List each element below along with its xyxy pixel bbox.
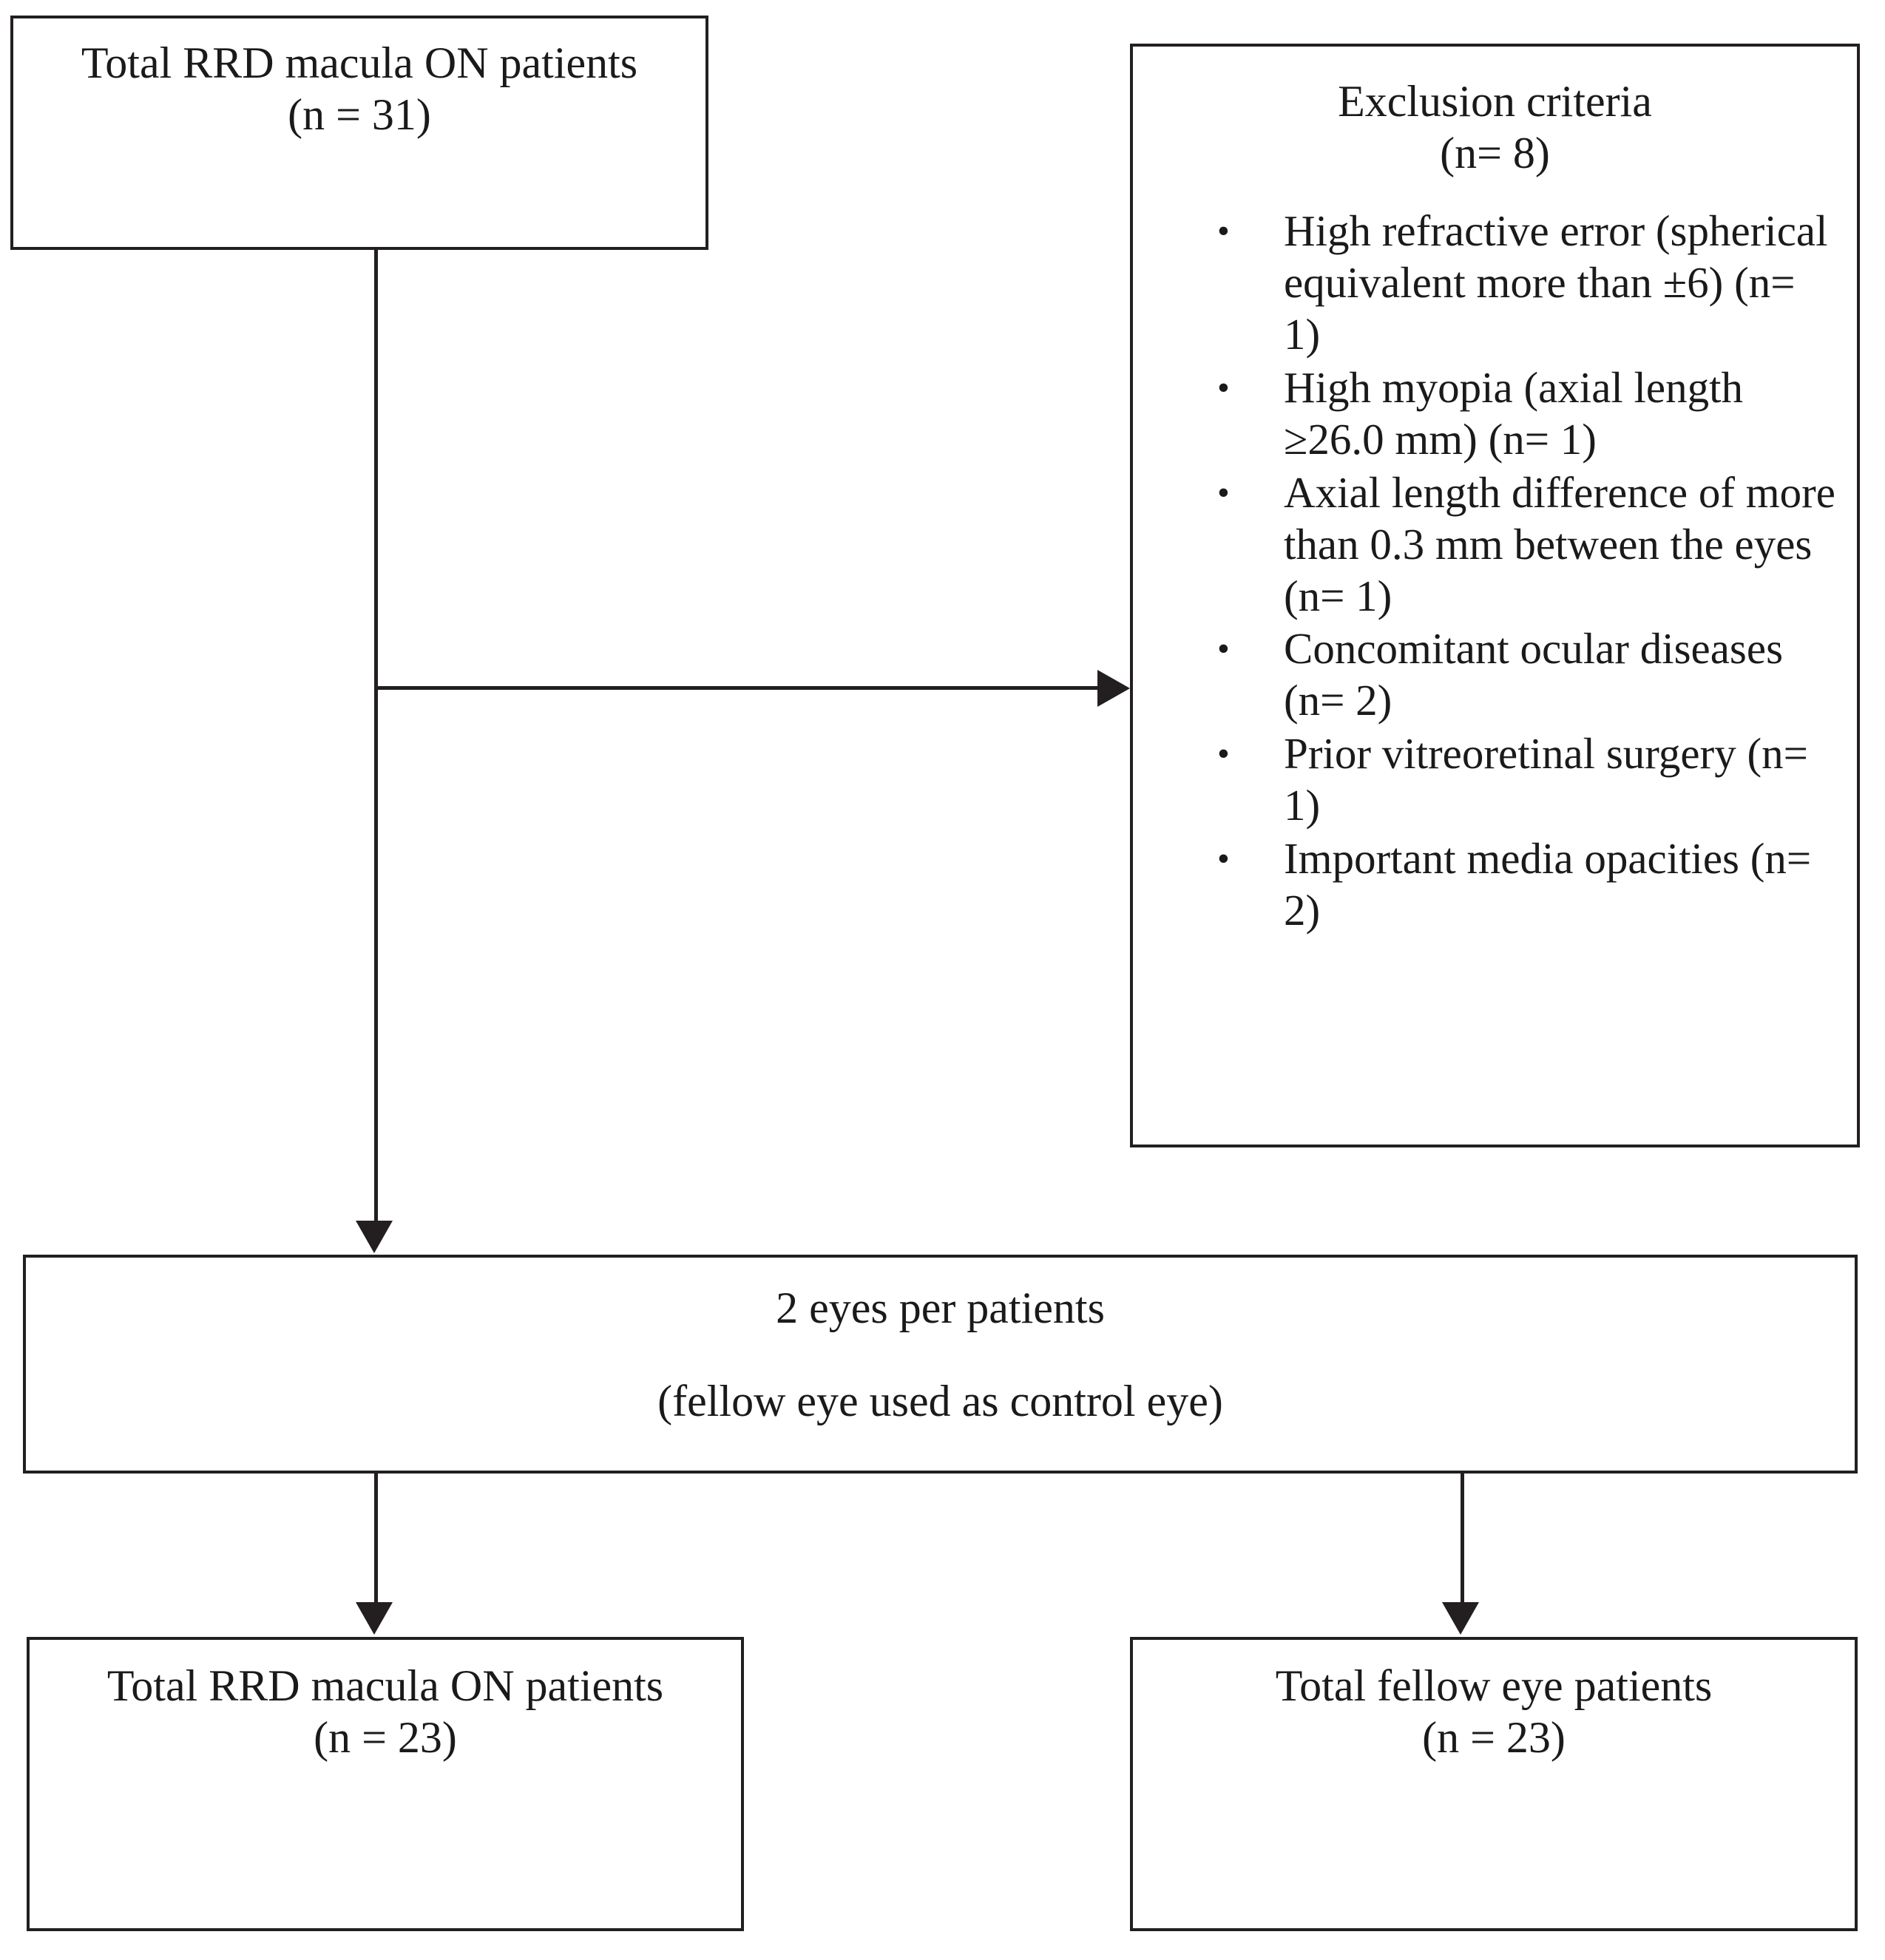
node-final-rrd-macula-on-content: Total RRD macula ON patients (n = 23) xyxy=(30,1640,741,1949)
exclusion-title: Exclusion criteria xyxy=(1338,77,1652,126)
node-final-fellow-eye-content: Total fellow eye patients (n = 23) xyxy=(1133,1640,1855,1949)
bullet-icon: • xyxy=(1217,629,1230,669)
node-final-rrd-macula-on-title: Total RRD macula ON patients xyxy=(106,1661,664,1710)
list-item: • Concomitant ocular diseases (n= 2) xyxy=(1204,623,1836,727)
node-final-rrd-macula-on: Total RRD macula ON patients (n = 23) xyxy=(27,1637,744,1931)
node-total-rrd-macula-on-title: Total RRD macula ON patients xyxy=(81,38,638,87)
node-two-eyes-per-patient: 2 eyes per patients (fellow eye used as … xyxy=(23,1255,1858,1474)
node-final-rrd-macula-on-count: (n = 23) xyxy=(314,1712,457,1762)
list-item: • High refractive error (spherical equiv… xyxy=(1204,206,1836,361)
exclusion-heading-group: Exclusion criteria (n= 8) xyxy=(1133,76,1857,179)
node-exclusion-criteria-content: Exclusion criteria (n= 8) • High refract… xyxy=(1133,47,1857,1174)
connector-total-to-two-eyes-line xyxy=(374,250,378,1222)
exclusion-criteria-list: • High refractive error (spherical equiv… xyxy=(1133,206,1857,937)
exclusion-count: (n= 8) xyxy=(1440,128,1550,177)
list-item-label: Prior vitreoretinal surgery (n= 1) xyxy=(1284,729,1808,830)
bullet-icon: • xyxy=(1217,734,1230,774)
node-exclusion-criteria: Exclusion criteria (n= 8) • High refract… xyxy=(1130,44,1860,1147)
connector-to-exclusion-line xyxy=(374,686,1097,690)
list-item: • Important media opacities (n= 2) xyxy=(1204,833,1836,937)
node-two-eyes-title: 2 eyes per patients xyxy=(776,1284,1105,1332)
node-total-rrd-macula-on-content: Total RRD macula ON patients (n = 31) xyxy=(13,18,705,266)
node-total-rrd-macula-on-count: (n = 31) xyxy=(288,89,431,139)
list-item-label: Axial length difference of more than 0.3… xyxy=(1284,467,1835,620)
connector-to-exclusion-arrowhead-icon xyxy=(1097,670,1130,707)
node-final-fellow-eye-title: Total fellow eye patients xyxy=(1275,1661,1713,1710)
connector-two-eyes-to-final-fellow-arrowhead-icon xyxy=(1442,1602,1479,1635)
bullet-icon: • xyxy=(1217,211,1230,251)
node-final-fellow-eye-count: (n = 23) xyxy=(1422,1712,1566,1762)
connector-two-eyes-to-final-on-line xyxy=(374,1474,378,1604)
list-item-label: Concomitant ocular diseases (n= 2) xyxy=(1284,624,1784,725)
list-item-label: Important media opacities (n= 2) xyxy=(1284,834,1812,935)
node-two-eyes-subtitle: (fellow eye used as control eye) xyxy=(657,1376,1223,1425)
connector-two-eyes-to-final-fellow-line xyxy=(1461,1474,1464,1604)
list-item: • Prior vitreoretinal surgery (n= 1) xyxy=(1204,728,1836,832)
node-two-eyes-per-patient-content: 2 eyes per patients (fellow eye used as … xyxy=(26,1258,1855,1496)
connector-two-eyes-to-final-on-arrowhead-icon xyxy=(356,1602,393,1635)
bullet-icon: • xyxy=(1217,839,1230,879)
list-item: • Axial length difference of more than 0… xyxy=(1204,467,1836,623)
list-item: • High myopia (axial length ≥26.0 mm) (n… xyxy=(1204,362,1836,466)
bullet-icon: • xyxy=(1217,472,1230,512)
list-item-label: High myopia (axial length ≥26.0 mm) (n= … xyxy=(1284,362,1743,464)
node-total-rrd-macula-on: Total RRD macula ON patients (n = 31) xyxy=(10,16,708,250)
bullet-icon: • xyxy=(1217,367,1230,407)
list-item-label: High refractive error (spherical equival… xyxy=(1284,206,1828,359)
connector-total-to-two-eyes-arrowhead-icon xyxy=(356,1221,393,1253)
node-final-fellow-eye: Total fellow eye patients (n = 23) xyxy=(1130,1637,1858,1931)
